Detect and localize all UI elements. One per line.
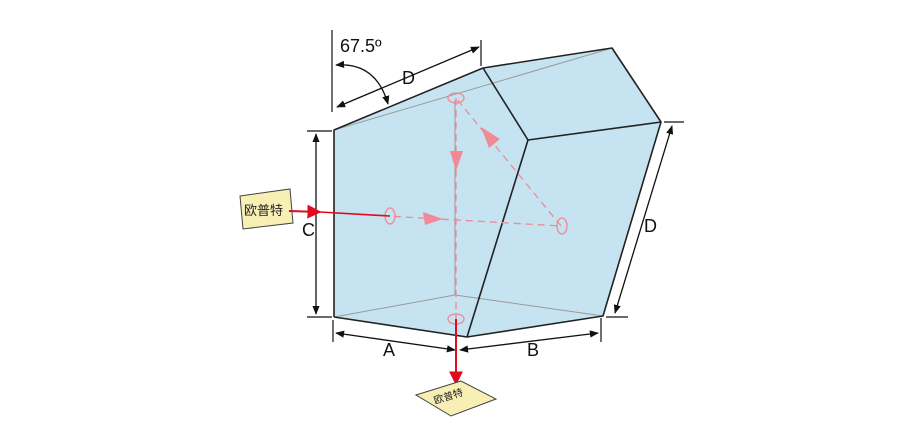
edge-top-right [527,121,662,141]
output-target-card: 欧普特 [414,380,498,417]
dimension-label-c: C [302,220,315,240]
edge-front-top [482,67,529,141]
dim-line-right-d [613,125,674,314]
extension-lines [307,30,684,342]
dimension-label-a: A [383,340,395,360]
angle-label: 67.5º [340,36,382,56]
input-card [239,188,294,230]
angle-arc [335,60,390,105]
dimension-lines [312,46,674,353]
dimension-label-b: B [527,340,539,360]
dimension-label-top-d: D [402,68,415,88]
output-card [414,380,498,417]
edge-front-right [466,139,529,338]
prism-top-face [483,48,661,140]
arrow-down-icon [450,151,463,171]
dimension-label-right-d: D [644,216,657,236]
reflection-spot-back [556,217,568,235]
input-card-label: 欧普特 [244,204,283,219]
internal-beam-arrows [423,127,500,225]
dim-line-b [459,330,599,353]
beam-segment-reflected [455,97,562,227]
dim-line-a [335,330,456,353]
input-target-card: 欧普特 [239,188,294,230]
hidden-edge-bottom-left [333,294,456,318]
prism-front-face [334,68,528,337]
arrow-up-left-icon [481,127,500,148]
input-beam-line [319,211,391,217]
arrow-right-icon [423,212,443,225]
input-beam-arrow [288,204,322,219]
